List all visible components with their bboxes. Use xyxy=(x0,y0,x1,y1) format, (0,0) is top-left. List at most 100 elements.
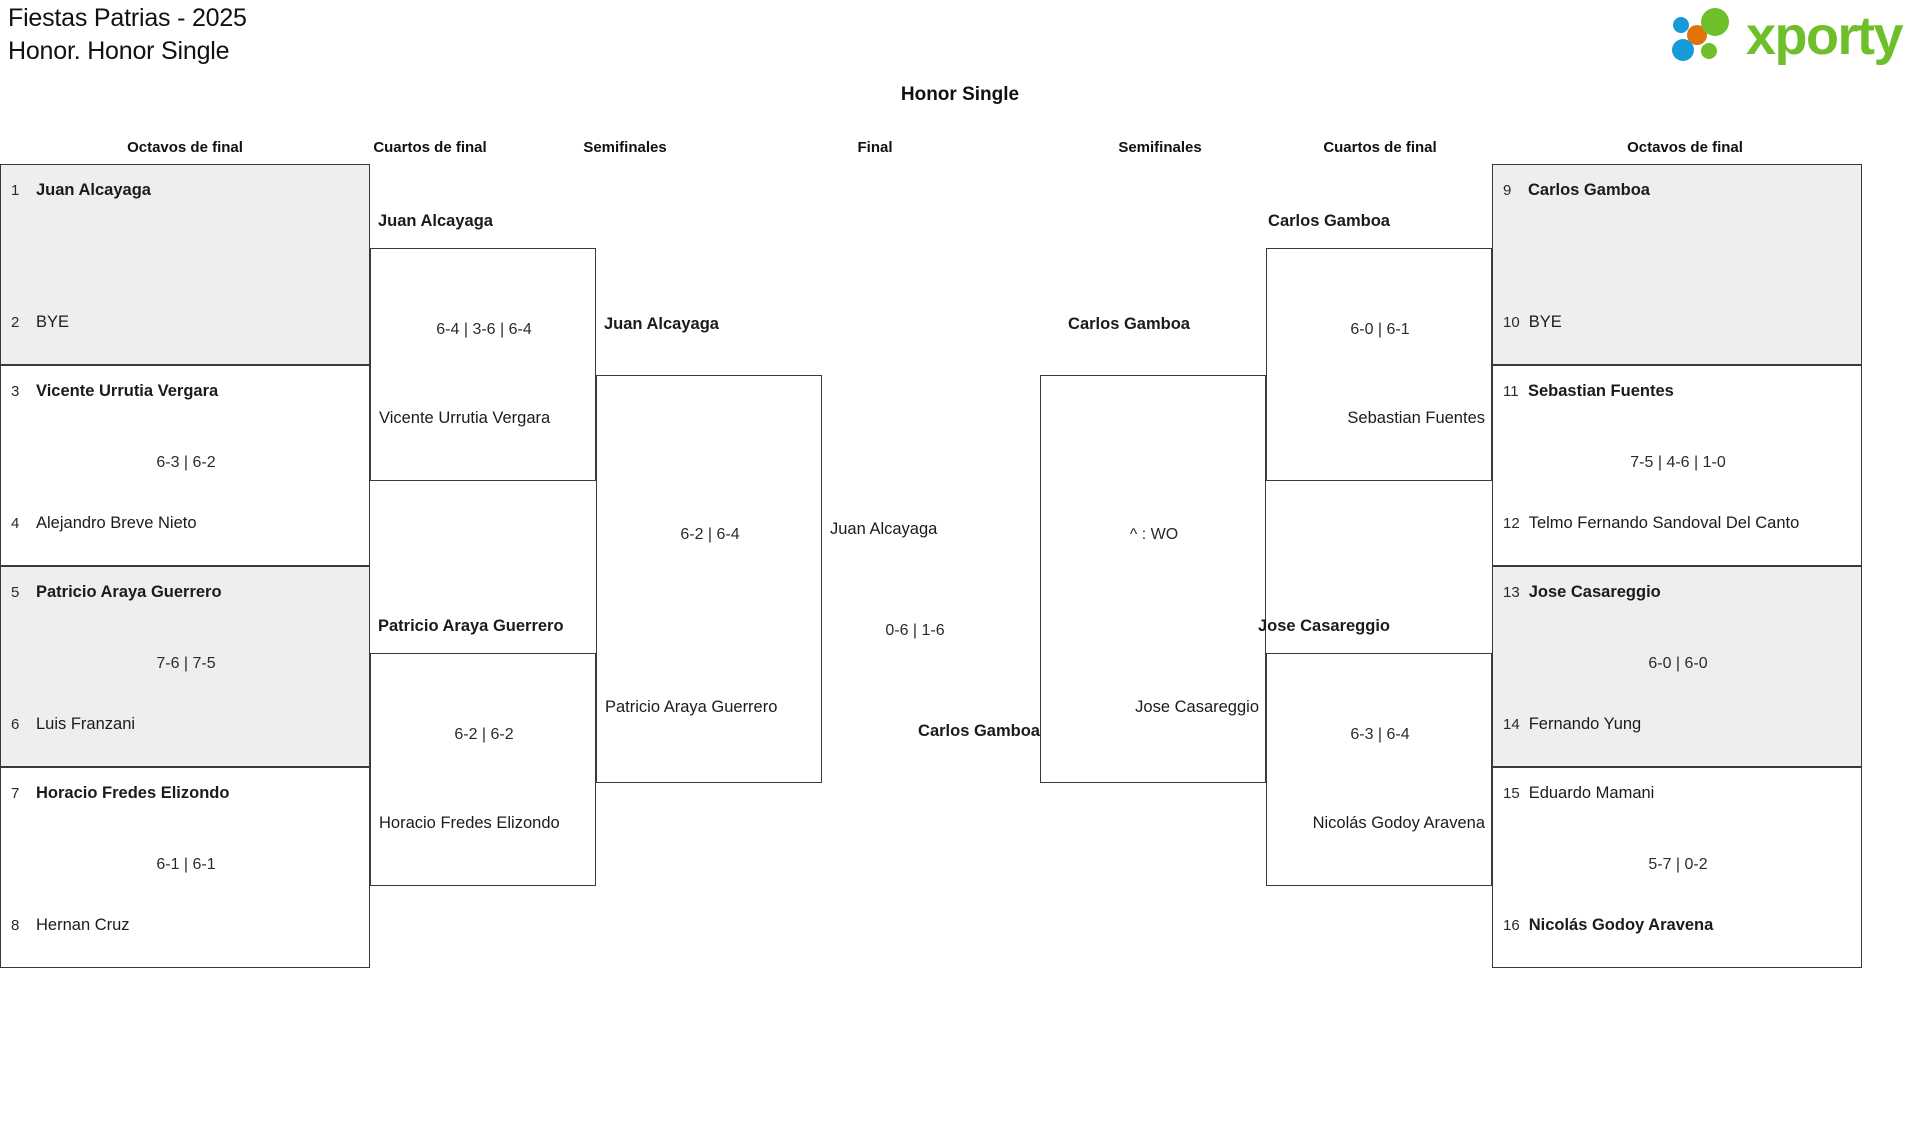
seed-number: 2 xyxy=(11,314,20,331)
left-qf-2-loser: Horacio Fredes Elizondo xyxy=(379,814,560,832)
player-row-top[interactable]: 11 Sebastian Fuentes xyxy=(1503,382,1674,401)
brand-wordmark: xporty xyxy=(1745,6,1904,66)
player-name: Nicolás Godoy Aravena xyxy=(1528,916,1714,934)
match-score: 6-3 | 6-4 xyxy=(1350,726,1410,743)
final-score: 0-6 | 1-6 xyxy=(885,622,945,639)
seed-number: 12 xyxy=(1503,515,1520,532)
seed-number: 8 xyxy=(11,917,20,934)
player-name: Hernan Cruz xyxy=(36,916,130,934)
match-score: 6-4 | 3-6 | 6-4 xyxy=(436,321,532,338)
seed-number: 11 xyxy=(1503,383,1519,400)
round-header-right-qf: Cuartos de final xyxy=(1323,139,1437,156)
player-row-bottom[interactable]: 6 Luis Franzani xyxy=(11,715,135,734)
round-header-right-sf: Semifinales xyxy=(1118,139,1202,156)
right-sf-winner: Carlos Gamboa xyxy=(1068,315,1190,333)
right-qf-1-winner: Carlos Gamboa xyxy=(1268,212,1390,230)
left-sf-loser: Patricio Araya Guerrero xyxy=(605,698,778,716)
seed-number: 10 xyxy=(1503,314,1520,331)
seed-number: 4 xyxy=(11,515,20,532)
seed-number: 3 xyxy=(11,383,20,400)
player-name: BYE xyxy=(36,313,70,331)
match-box-right-qf-1[interactable]: 6-0 | 6-1 Sebastian Fuentes xyxy=(1266,248,1492,481)
seed-number: 14 xyxy=(1503,716,1520,733)
match-box-left-qf-2[interactable]: 6-2 | 6-2 Horacio Fredes Elizondo xyxy=(370,653,596,886)
match-score: 6-1 | 6-1 xyxy=(156,856,216,873)
player-name: Carlos Gamboa xyxy=(1528,181,1650,199)
player-name: Vicente Urrutia Vergara xyxy=(36,382,219,400)
player-name: Jose Casareggio xyxy=(1528,583,1661,601)
left-qf-1-loser: Vicente Urrutia Vergara xyxy=(379,409,551,427)
match-box-right-sf[interactable]: ^ : WO Jose Casareggio xyxy=(1040,375,1266,783)
match-score: 6-3 | 6-2 xyxy=(156,454,216,471)
xporty-dots-icon xyxy=(1671,8,1729,61)
player-row-top[interactable]: 15 Eduardo Mamani xyxy=(1503,784,1654,803)
round-header-left-sf: Semifinales xyxy=(583,139,667,156)
left-qf-2-winner: Patricio Araya Guerrero xyxy=(378,617,564,635)
match-box-left-sf[interactable]: 6-2 | 6-4 Patricio Araya Guerrero xyxy=(596,375,822,783)
player-row-bottom[interactable]: 14 Fernando Yung xyxy=(1503,715,1641,734)
player-row-top[interactable]: 7 Horacio Fredes Elizondo xyxy=(11,784,229,803)
player-row-top[interactable]: 13 Jose Casareggio xyxy=(1503,583,1661,602)
player-row-top[interactable]: 5 Patricio Araya Guerrero xyxy=(11,583,222,602)
left-qf-1-winner: Juan Alcayaga xyxy=(378,212,493,230)
final-champion: Carlos Gamboa xyxy=(918,722,1040,740)
match-score: 6-0 | 6-1 xyxy=(1350,321,1410,338)
match-box-right-qf-2[interactable]: 6-3 | 6-4 Nicolás Godoy Aravena xyxy=(1266,653,1492,886)
match-score: 6-2 | 6-4 xyxy=(680,526,740,543)
round-header-right-r16: Octavos de final xyxy=(1627,139,1743,156)
player-row-bottom[interactable]: 4 Alejandro Breve Nieto xyxy=(11,514,197,533)
player-name: Horacio Fredes Elizondo xyxy=(36,784,230,802)
player-row-bottom[interactable]: 10 BYE xyxy=(1503,313,1562,332)
player-row-top[interactable]: 9 Carlos Gamboa xyxy=(1503,181,1650,200)
round-header-left-qf: Cuartos de final xyxy=(373,139,487,156)
match-score: 6-2 | 6-2 xyxy=(454,726,514,743)
match-score: 5-7 | 0-2 xyxy=(1648,856,1708,873)
seed-number: 1 xyxy=(11,182,20,199)
player-name: Luis Franzani xyxy=(36,715,136,733)
round-header-left-r16: Octavos de final xyxy=(127,139,243,156)
match-box-left-r16-2[interactable]: 3 Vicente Urrutia Vergara 6-3 | 6-2 4 Al… xyxy=(0,365,370,566)
match-box-right-r16-1[interactable]: 9 Carlos Gamboa 10 BYE xyxy=(1492,164,1862,365)
right-qf-1-loser: Sebastian Fuentes xyxy=(1347,409,1485,427)
board-title: Honor Single xyxy=(900,84,1020,105)
match-score: ^ : WO xyxy=(1129,526,1179,543)
match-box-left-qf-1[interactable]: 6-4 | 3-6 | 6-4 Vicente Urrutia Vergara xyxy=(370,248,596,481)
player-name: BYE xyxy=(1528,313,1562,331)
player-name: Sebastian Fuentes xyxy=(1528,382,1674,400)
player-name: Fernando Yung xyxy=(1528,715,1642,733)
match-box-right-r16-2[interactable]: 11 Sebastian Fuentes 7-5 | 4-6 | 1-0 12 … xyxy=(1492,365,1862,566)
seed-number: 15 xyxy=(1503,785,1520,802)
player-name: Juan Alcayaga xyxy=(36,181,151,199)
page-title: Fiestas Patrias - 2025 Honor. Honor Sing… xyxy=(8,4,247,65)
final-runner-up: Juan Alcayaga xyxy=(830,520,938,538)
player-row-top[interactable]: 3 Vicente Urrutia Vergara xyxy=(11,382,218,401)
match-box-right-r16-3[interactable]: 13 Jose Casareggio 6-0 | 6-0 14 Fernando… xyxy=(1492,566,1862,767)
right-qf-2-loser: Nicolás Godoy Aravena xyxy=(1312,814,1485,832)
left-sf-winner: Juan Alcayaga xyxy=(604,315,719,333)
player-name: Eduardo Mamani xyxy=(1528,784,1655,802)
seed-number: 5 xyxy=(11,584,20,601)
match-score: 7-6 | 7-5 xyxy=(156,655,216,672)
match-box-left-r16-1[interactable]: 1 Juan Alcayaga 2 BYE xyxy=(0,164,370,365)
match-box-left-r16-3[interactable]: 5 Patricio Araya Guerrero 7-6 | 7-5 6 Lu… xyxy=(0,566,370,767)
player-name: Patricio Araya Guerrero xyxy=(36,583,222,601)
right-sf-loser: Jose Casareggio xyxy=(1135,698,1259,716)
seed-number: 7 xyxy=(11,785,20,802)
right-qf-2-winner: Jose Casareggio xyxy=(1257,617,1390,635)
player-row-bottom[interactable]: 8 Hernan Cruz xyxy=(11,916,130,935)
seed-number: 13 xyxy=(1503,584,1520,601)
seed-number: 9 xyxy=(1503,182,1512,199)
player-row-bottom[interactable]: 16 Nicolás Godoy Aravena xyxy=(1503,916,1713,935)
player-name: Telmo Fernando Sandoval Del Canto xyxy=(1528,514,1800,532)
xporty-logo: xporty xyxy=(1670,6,1904,66)
match-box-right-r16-4[interactable]: 15 Eduardo Mamani 5-7 | 0-2 16 Nicolás G… xyxy=(1492,767,1862,968)
seed-number: 16 xyxy=(1503,917,1520,934)
round-header-final: Final xyxy=(857,139,893,156)
match-box-left-r16-4[interactable]: 7 Horacio Fredes Elizondo 6-1 | 6-1 8 He… xyxy=(0,767,370,968)
player-row-top[interactable]: 1 Juan Alcayaga xyxy=(11,181,151,200)
player-row-bottom[interactable]: 12 Telmo Fernando Sandoval Del Canto xyxy=(1503,514,1799,533)
match-score: 7-5 | 4-6 | 1-0 xyxy=(1630,454,1726,471)
player-row-bottom[interactable]: 2 BYE xyxy=(11,313,69,332)
match-score: 6-0 | 6-0 xyxy=(1648,655,1708,672)
